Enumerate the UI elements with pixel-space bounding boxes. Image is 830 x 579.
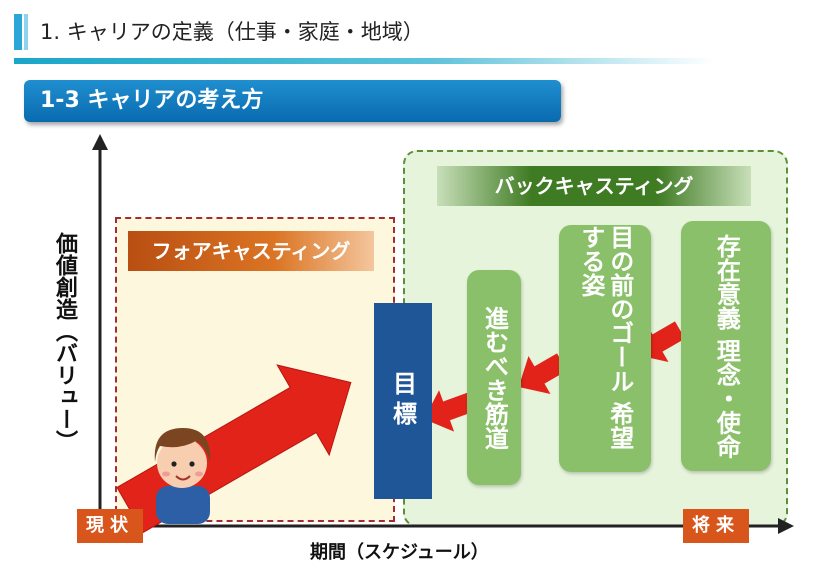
forecasting-label: フォアキャスティング: [128, 231, 374, 271]
near-goal-box: 目の前のゴール 希望する姿: [559, 225, 651, 472]
y-axis-arrowhead: [92, 134, 108, 150]
y-axis-label: 価値創造（バリュー）: [52, 232, 77, 452]
person-icon: [154, 428, 211, 524]
purpose-box: 存在意義 理念・使命: [681, 221, 771, 471]
x-axis-label: 期間（スケジュール）: [310, 542, 489, 563]
section-title: 1-3 キャリアの考え方: [24, 80, 561, 122]
header-accent-bar: [14, 14, 22, 50]
header-accent-bar-light: [24, 14, 28, 50]
arrow-near-to-path: [518, 353, 567, 395]
header-underline: [14, 58, 714, 64]
page-title: 1. キャリアの定義（仕事・家庭・地域）: [40, 20, 424, 44]
future-tag: 将来: [683, 509, 749, 543]
growth-arrow: [116, 364, 352, 534]
path-box: 進むべき筋道: [467, 270, 521, 485]
x-axis-arrowhead: [778, 518, 794, 534]
current-state-tag: 現状: [77, 509, 143, 543]
goal-box: 目標: [374, 303, 432, 499]
arrow-path-to-goal: [424, 390, 475, 432]
backcasting-label: バックキャスティング: [437, 166, 751, 206]
